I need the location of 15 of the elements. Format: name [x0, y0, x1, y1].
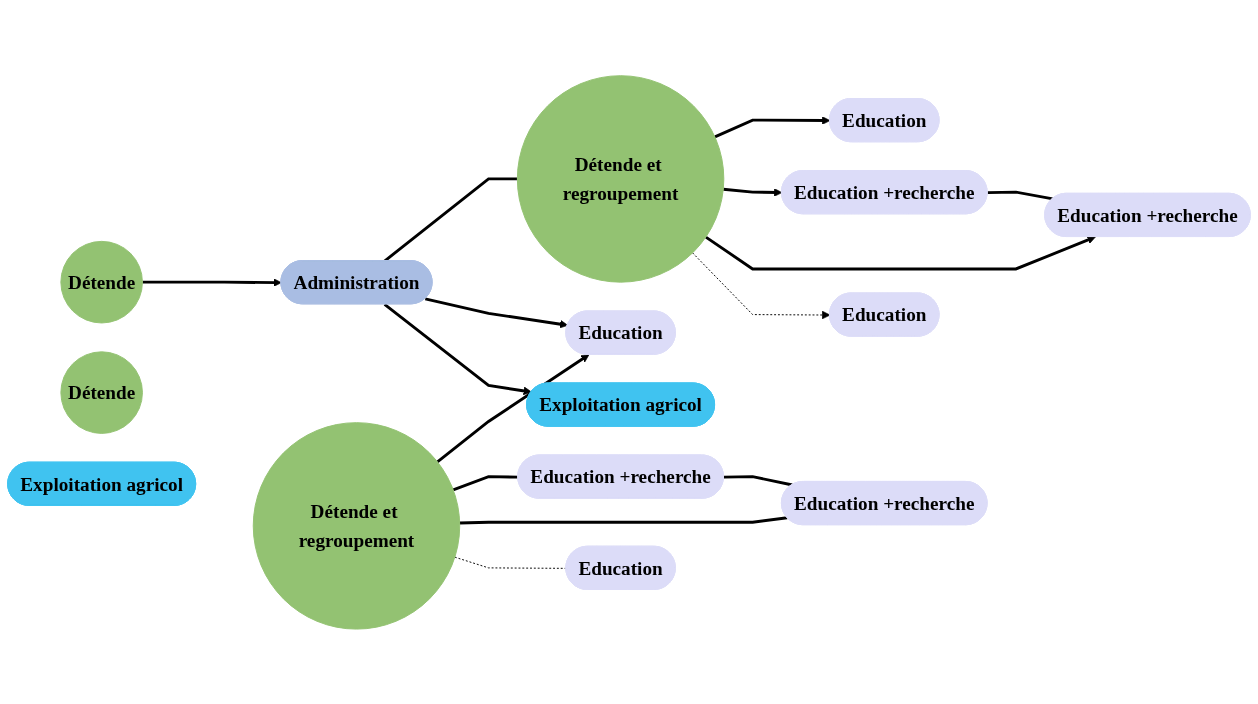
arrow: [705, 235, 1096, 270]
arrow: [383, 302, 532, 395]
connector: [383, 177, 518, 262]
arrow: [424, 297, 569, 328]
node-circle: Détende: [60, 240, 143, 324]
connector: [452, 474, 519, 491]
connector: [723, 474, 793, 486]
arrow: [714, 115, 831, 138]
arrow: [723, 187, 783, 197]
arrow: [436, 353, 590, 463]
arrow: [142, 277, 282, 287]
node-circle: Détende: [60, 350, 143, 434]
node-circle: Détende et regroupement: [252, 421, 461, 630]
connector: [459, 515, 788, 525]
node-circle: Détende et regroupement: [516, 74, 725, 283]
